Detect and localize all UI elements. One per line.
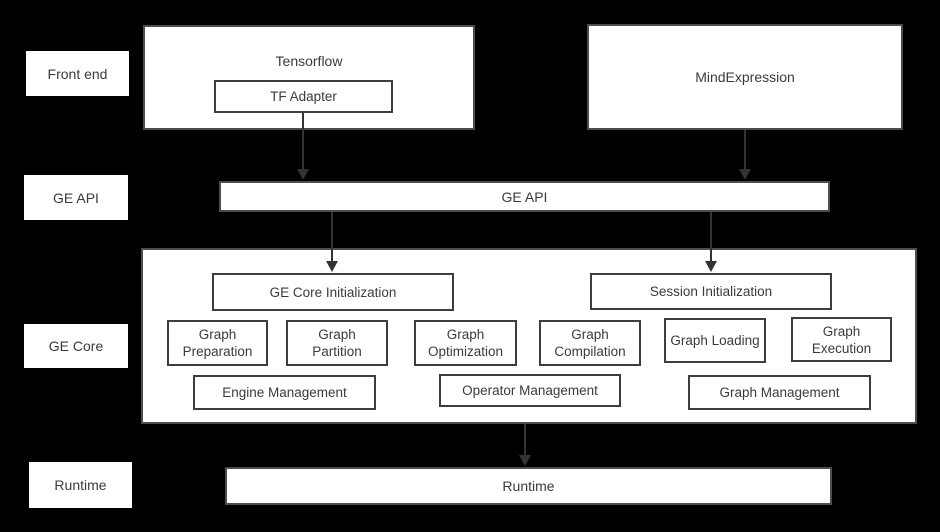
- module-graph-compilation: Graph Compilation: [539, 320, 641, 366]
- layer-label-ge-api: GE API: [24, 175, 128, 220]
- arrow-tf-adapter-to-ge-api: [297, 113, 309, 180]
- tf-adapter-box: TF Adapter: [214, 80, 393, 113]
- module-graph-loading: Graph Loading: [664, 318, 766, 363]
- arrow-ge-api-to-ge-core-init: [326, 212, 338, 272]
- layer-label-front-end: Front end: [26, 51, 129, 96]
- arrow-head-icon: [519, 455, 531, 466]
- arrow-shaft: [331, 212, 333, 261]
- arrow-head-icon: [297, 169, 309, 180]
- tensorflow-label: Tensorflow: [275, 53, 343, 69]
- ge-core-initialization-box: GE Core Initialization: [212, 273, 454, 311]
- arrow-shaft: [744, 130, 746, 169]
- arrow-ge-core-to-runtime: [519, 424, 531, 466]
- module-engine-management: Engine Management: [193, 375, 376, 410]
- arrow-mindexpression-to-ge-api: [739, 130, 751, 180]
- module-graph-execution: Graph Execution: [791, 317, 892, 362]
- module-graph-partition: Graph Partition: [286, 320, 388, 366]
- module-graph-optimization: Graph Optimization: [414, 320, 517, 366]
- layer-label-runtime: Runtime: [29, 462, 132, 508]
- module-graph-preparation: Graph Preparation: [167, 320, 268, 366]
- arrow-head-icon: [739, 169, 751, 180]
- ge-api-bar: GE API: [219, 181, 830, 212]
- module-operator-management: Operator Management: [439, 374, 621, 407]
- session-initialization-box: Session Initialization: [590, 273, 832, 310]
- arrow-shaft: [710, 212, 712, 261]
- layer-label-ge-core: GE Core: [24, 324, 128, 368]
- arrow-shaft: [524, 424, 526, 455]
- tensorflow-box: Tensorflow TF Adapter: [143, 25, 475, 130]
- mindexpression-box: MindExpression: [587, 24, 903, 130]
- arrow-head-icon: [326, 261, 338, 272]
- module-graph-management: Graph Management: [688, 375, 871, 410]
- arrow-head-icon: [705, 261, 717, 272]
- runtime-bar: Runtime: [225, 467, 832, 505]
- arrow-shaft: [302, 113, 304, 169]
- arrow-ge-api-to-session-init: [705, 212, 717, 272]
